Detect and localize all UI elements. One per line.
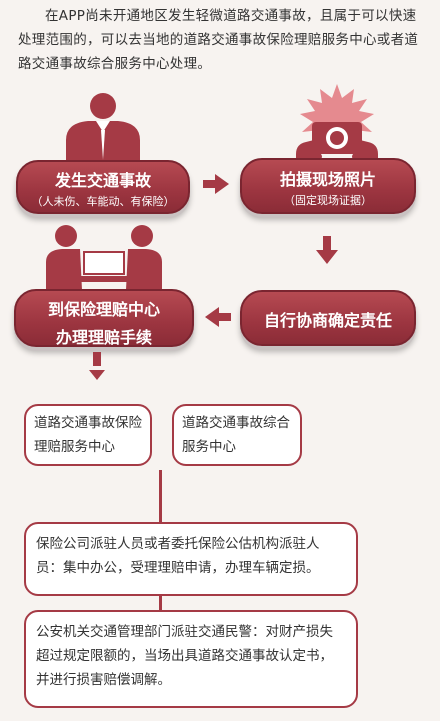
- note-traffic-police: 公安机关交通管理部门派驻交通民警：对财产损失超过规定限额的，当场出具道路交通事故…: [24, 610, 358, 708]
- step-title: 发生交通事故: [54, 171, 151, 190]
- arrow-down: [89, 352, 105, 380]
- center-label: 道路交通事故综合服务中心: [182, 415, 290, 455]
- meeting-icon: [46, 225, 162, 290]
- arrow-down: [316, 236, 338, 264]
- step-subtitle: （人未伤、车能动、有保险）: [31, 195, 175, 208]
- arrow-right: [203, 174, 229, 194]
- connector-line: [159, 470, 162, 522]
- step-negotiate-liability: 自行协商确定责任: [240, 290, 416, 346]
- center-comprehensive-service: 道路交通事故综合服务中心: [172, 404, 302, 466]
- step-title: 拍摄现场照片: [279, 170, 376, 189]
- step-title-line2: 办理理赔手续: [55, 328, 152, 347]
- center-insurance-claims: 道路交通事故保险理赔服务中心: [24, 404, 152, 466]
- intro-paragraph: 在APP尚未开通地区发生轻微道路交通事故，且属于可以快速处理范围的，可以去当地的…: [18, 8, 419, 72]
- step-insurance-center: 到保险理赔中心 办理理赔手续: [14, 289, 194, 347]
- step-title-line1: 到保险理赔中心: [47, 300, 160, 319]
- person-icon: [66, 93, 140, 170]
- note-insurance-staff: 保险公司派驻人员或者委托保险公估机构派驻人员：集中办公，受理理赔申请，办理车辆定…: [24, 522, 358, 596]
- step-take-photos: 拍摄现场照片 （固定现场证据）: [240, 158, 416, 214]
- step-accident-occurs: 发生交通事故 （人未伤、车能动、有保险）: [16, 160, 190, 214]
- connector-line: [159, 596, 162, 610]
- step-subtitle: （固定现场证据）: [284, 194, 372, 207]
- note-text: 公安机关交通管理部门派驻交通民警：对财产损失超过规定限额的，当场出具道路交通事故…: [36, 624, 333, 688]
- note-text: 保险公司派驻人员或者委托保险公估机构派驻人员：集中办公，受理理赔申请，办理车辆定…: [36, 536, 320, 576]
- step-title: 自行协商确定责任: [263, 311, 392, 330]
- arrow-left: [205, 307, 231, 327]
- center-label: 道路交通事故保险理赔服务中心: [34, 415, 142, 455]
